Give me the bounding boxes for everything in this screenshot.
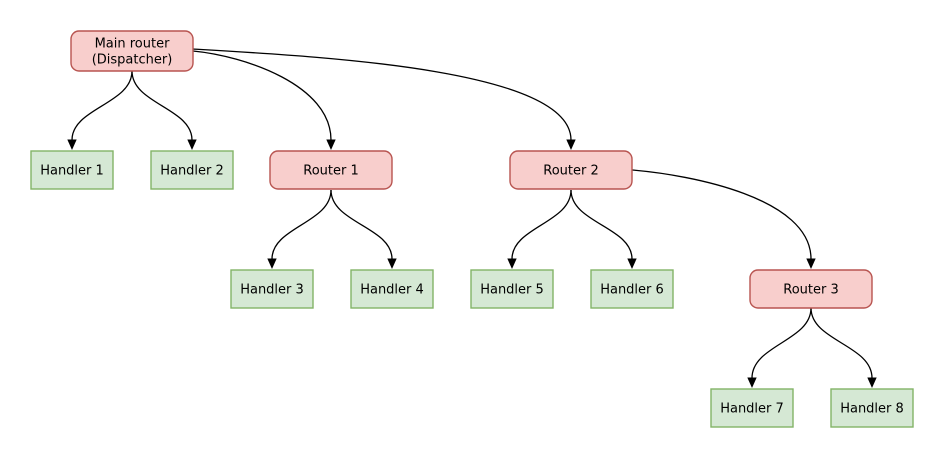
edge-router-2-to-handler-6: [570, 189, 633, 260]
arrowhead-icon: [747, 377, 757, 388]
node-box-handler-5: [470, 269, 554, 309]
arrowhead-icon: [806, 258, 816, 269]
node-label: Handler 1: [40, 164, 104, 179]
node-box-handler-8: [830, 388, 914, 428]
edge-main-router-to-router-2: [192, 48, 572, 141]
node-box-handler-6: [590, 269, 674, 309]
node-handler-1: Handler 1: [30, 150, 114, 190]
node-box-handler-2: [150, 150, 234, 190]
edge-router-3-to-handler-7: [751, 307, 812, 379]
node-box-handler-3: [230, 269, 314, 309]
edge-router-2-to-handler-5: [511, 189, 572, 260]
arrowhead-icon: [507, 258, 517, 269]
node-label: Router 1: [303, 164, 359, 179]
arrowhead-icon: [326, 139, 336, 150]
arrowhead-icon: [566, 139, 576, 150]
node-label: (Dispatcher): [92, 53, 173, 68]
node-label: Handler 8: [840, 402, 904, 417]
node-handler-5: Handler 5: [470, 269, 554, 309]
edge-main-router-to-handler-2: [131, 70, 193, 141]
node-router-1: Router 1: [269, 150, 393, 190]
node-handler-6: Handler 6: [590, 269, 674, 309]
node-box-router-3: [749, 269, 873, 309]
node-router-2: Router 2: [509, 150, 633, 190]
node-handler-8: Handler 8: [830, 388, 914, 428]
node-label: Handler 5: [480, 283, 544, 298]
node-handler-4: Handler 4: [350, 269, 434, 309]
node-label: Router 3: [783, 283, 839, 298]
edge-router-1-to-handler-4: [330, 189, 393, 260]
node-handler-2: Handler 2: [150, 150, 234, 190]
arrowhead-icon: [387, 258, 397, 269]
node-main-router: Main router(Dispatcher): [70, 30, 194, 72]
arrowhead-icon: [627, 258, 637, 269]
node-box-handler-7: [710, 388, 794, 428]
edge-router-2-to-router-3: [631, 169, 812, 260]
node-label: Handler 2: [160, 164, 224, 179]
node-handler-7: Handler 7: [710, 388, 794, 428]
node-label: Handler 3: [240, 283, 304, 298]
node-box-handler-4: [350, 269, 434, 309]
arrowhead-icon: [267, 258, 277, 269]
edge-main-router-to-handler-1: [71, 70, 133, 141]
node-label: Handler 7: [720, 402, 784, 417]
edge-main-router-to-router-1: [192, 50, 332, 141]
arrowhead-icon: [187, 139, 197, 150]
arrowhead-icon: [867, 377, 877, 388]
node-box-handler-1: [30, 150, 114, 190]
node-label: Handler 6: [600, 283, 664, 298]
edge-router-3-to-handler-8: [810, 307, 873, 379]
node-box-router-2: [509, 150, 633, 190]
node-box-router-1: [269, 150, 393, 190]
node-label: Main router: [95, 37, 171, 52]
node-router-3: Router 3: [749, 269, 873, 309]
node-handler-3: Handler 3: [230, 269, 314, 309]
edge-router-1-to-handler-3: [271, 189, 332, 260]
arrowhead-icon: [67, 139, 77, 150]
node-label: Handler 4: [360, 283, 424, 298]
node-box-main-router: [70, 30, 194, 72]
node-label: Router 2: [543, 164, 599, 179]
